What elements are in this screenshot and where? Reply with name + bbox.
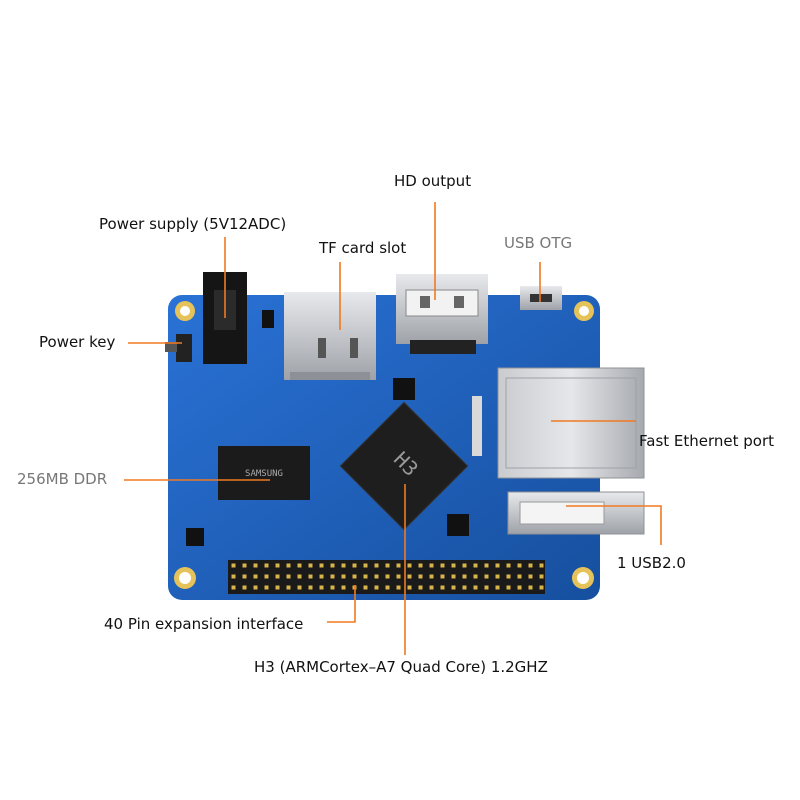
label-ddr: 256MB DDR — [17, 470, 108, 488]
usb2-port — [507, 491, 645, 535]
label-fast-ethernet: Fast Ethernet port — [639, 432, 775, 450]
label-usb2: 1 USB2.0 — [617, 554, 686, 572]
cpu-chip: H3 — [339, 401, 469, 531]
mounting-holes — [174, 301, 594, 589]
label-tf-card-slot: TF card slot — [319, 239, 407, 257]
ddr-chip-mark: SAMSUNG — [245, 469, 283, 479]
label-hd-output: HD output — [394, 172, 472, 190]
ethernet-jack — [497, 367, 645, 479]
small-components — [186, 310, 482, 546]
label-cpu: H3 (ARMCortex–A7 Quad Core) 1.2GHZ — [254, 658, 548, 676]
leader-lines — [124, 202, 662, 655]
label-usb-otg: USB OTG — [504, 234, 573, 252]
label-power-key: Power key — [39, 333, 116, 351]
micro-usb-otg — [520, 286, 562, 310]
ddr-chip: SAMSUNG — [218, 446, 310, 500]
gpio-header — [228, 560, 545, 594]
label-power-supply: Power supply (5V12ADC) — [99, 215, 287, 233]
hdmi-connector — [396, 274, 488, 354]
power-key-switch — [165, 334, 192, 362]
label-expansion: 40 Pin expansion interface — [104, 615, 304, 633]
tf-card-slot — [284, 292, 376, 380]
